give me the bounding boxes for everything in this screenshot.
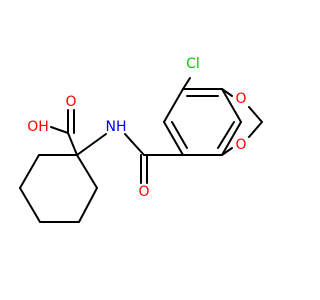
oxygen-atom-ring-top: O <box>235 91 246 107</box>
oxygen-atom-ring-bottom: O <box>235 137 246 153</box>
bond-benzene-5 <box>221 121 242 156</box>
bond-benzene-inner-3 <box>217 121 235 149</box>
bond-quaternary-to-carboxyl <box>67 132 78 156</box>
bond-cyclohexane-4 <box>19 187 41 223</box>
chlorine-atom: Cl <box>186 56 200 72</box>
bond-ring-to-o-top <box>221 88 233 97</box>
amine-nh: NH <box>106 119 127 135</box>
bond-quaternary-to-nh <box>76 133 107 156</box>
structure-canvas: Cl O O OH O NH O <box>19 56 263 223</box>
bond-cyclohexane-5 <box>19 154 40 189</box>
bond-cyclohexane-2 <box>78 187 98 223</box>
bond-nh-to-carbonyl <box>124 133 145 156</box>
molecule-structure: Cl O O OH O NH O <box>19 56 263 223</box>
bond-benzene-4 <box>221 88 242 123</box>
oxygen-atom-amide: O <box>138 184 149 200</box>
bond-ring-to-cl <box>182 77 191 90</box>
bond-o-top-to-ch2 <box>248 106 263 123</box>
bond-carboxyl-to-oh <box>50 126 69 134</box>
hydroxyl-group: OH <box>27 119 49 135</box>
bond-ch2-to-o-bottom <box>248 121 263 138</box>
bond-benzene-1 <box>163 121 184 156</box>
bond-o-bottom-to-ring <box>221 147 233 156</box>
bond-benzene-inner-2 <box>171 121 188 149</box>
bond-benzene-2 <box>163 88 184 123</box>
oxygen-atom-carboxyl: O <box>65 94 76 110</box>
bond-cyclohexane-1 <box>76 154 98 189</box>
